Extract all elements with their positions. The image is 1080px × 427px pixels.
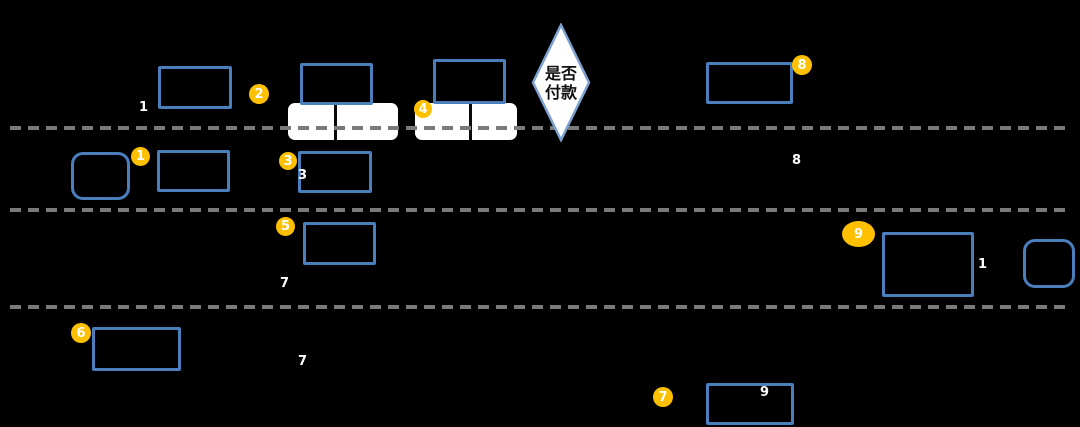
process-box-10 bbox=[706, 383, 794, 425]
swimlane-divider-1 bbox=[10, 126, 1072, 130]
decision-label-line1: 是否 bbox=[544, 64, 577, 83]
stray-digit-1b: 1 bbox=[978, 257, 988, 272]
swimlane-divider-3 bbox=[10, 305, 1072, 309]
step-badge-3: 3 bbox=[279, 152, 297, 170]
step-badge-1: 1 bbox=[131, 147, 150, 166]
decision-diamond bbox=[531, 22, 591, 143]
process-box-7 bbox=[303, 222, 376, 265]
decision-label: 是否 付款 bbox=[531, 64, 591, 102]
step-badge-4: 4 bbox=[414, 100, 432, 118]
process-box-9 bbox=[92, 327, 181, 371]
strip-divider bbox=[334, 103, 337, 140]
stray-digit-8: 8 bbox=[792, 153, 802, 168]
process-box-1 bbox=[158, 66, 232, 109]
process-box-2 bbox=[300, 63, 373, 105]
step-badge-6: 6 bbox=[71, 323, 91, 343]
step-badge-7: 7 bbox=[653, 387, 673, 407]
start-node bbox=[71, 152, 130, 200]
step-badge-9: 9 bbox=[842, 221, 875, 247]
process-box-3 bbox=[433, 59, 506, 104]
stray-digit-7a: 7 bbox=[280, 276, 290, 291]
step-badge-2: 2 bbox=[249, 84, 269, 104]
stray-digit-7b: 7 bbox=[298, 354, 308, 369]
step-badge-5: 5 bbox=[276, 217, 295, 236]
stray-digit-1: 1 bbox=[139, 100, 149, 115]
decision-label-line2: 付款 bbox=[544, 83, 577, 102]
process-box-8 bbox=[882, 232, 974, 297]
step-badge-8: 8 bbox=[792, 55, 812, 75]
stray-digit-3: 3 bbox=[298, 168, 308, 183]
white-node-strip-2 bbox=[415, 103, 517, 140]
process-box-6 bbox=[298, 151, 372, 193]
stray-digit-9: 9 bbox=[760, 385, 770, 400]
process-box-5 bbox=[157, 150, 230, 192]
white-node-strip-1 bbox=[288, 103, 398, 140]
process-box-4 bbox=[706, 62, 793, 104]
end-node bbox=[1023, 239, 1075, 288]
swimlane-divider-2 bbox=[10, 208, 1072, 212]
strip-divider bbox=[469, 103, 472, 140]
diamond-shape bbox=[531, 22, 591, 143]
